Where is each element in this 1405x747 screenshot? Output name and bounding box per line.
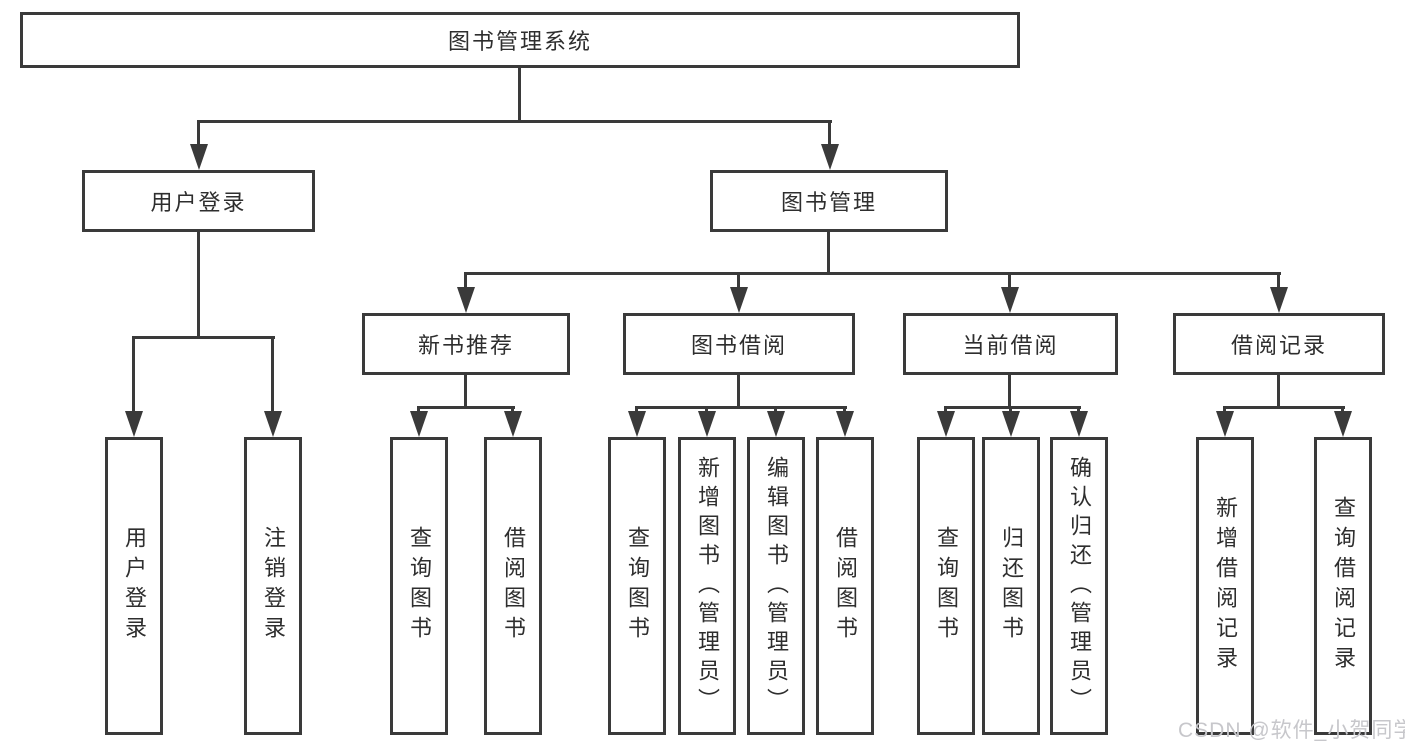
leaf-query-book-borrowing-label: 查询图书	[625, 526, 650, 646]
leaf-add-book-admin-label: 新增图书（管理员）	[695, 455, 720, 717]
leaf-logout-label: 注销登录	[261, 526, 286, 646]
leaf-add-book-admin: 新增图书（管理员）	[678, 437, 736, 735]
arrow-down-icon	[937, 411, 955, 437]
leaf-query-borrow-record: 查询借阅记录	[1314, 437, 1372, 735]
arrow-down-icon	[1002, 411, 1020, 437]
leaf-query-book-borrowing: 查询图书	[608, 437, 666, 735]
arrow-down-icon	[264, 411, 282, 437]
connector-drop-line	[464, 272, 467, 289]
connector-drop-line	[737, 272, 740, 289]
leaf-logout: 注销登录	[244, 437, 302, 735]
connector-drop-line	[271, 336, 274, 413]
connector-book-mgmt-bar	[464, 272, 1281, 275]
leaf-confirm-return-admin: 确认归还（管理员）	[1050, 437, 1108, 735]
connector-drop-line	[132, 336, 135, 413]
connector-user-login-stem	[197, 232, 200, 336]
node-borrow-records: 借阅记录	[1173, 313, 1385, 375]
node-library-system-label: 图书管理系统	[447, 29, 592, 54]
connector-current-bar	[944, 406, 1081, 409]
connector-drop-line	[1008, 272, 1011, 289]
connector-drop-line	[705, 406, 708, 413]
connector-drop-line	[1341, 406, 1344, 413]
node-borrow-records-label: 借阅记录	[1230, 333, 1327, 358]
connector-drop-line	[1077, 406, 1080, 413]
connector-records-stem	[1277, 375, 1280, 406]
arrow-down-icon	[1334, 411, 1352, 437]
leaf-add-borrow-record: 新增借阅记录	[1196, 437, 1254, 735]
connector-drop-line	[774, 406, 777, 413]
leaf-borrow-book-borrowing-label: 借阅图书	[833, 526, 858, 646]
arrow-down-icon	[1216, 411, 1234, 437]
node-current-borrowing-label: 当前借阅	[962, 333, 1059, 358]
leaf-add-borrow-record-label: 新增借阅记录	[1213, 496, 1238, 676]
arrow-down-icon	[730, 287, 748, 313]
node-book-management: 图书管理	[710, 170, 948, 232]
connector-drop-line	[828, 120, 831, 146]
connector-records-bar	[1223, 406, 1345, 409]
node-new-book-recommend: 新书推荐	[362, 313, 570, 375]
leaf-return-book-label: 归还图书	[999, 526, 1024, 646]
connector-drop-line	[1223, 406, 1226, 413]
leaf-query-book-recommend: 查询图书	[390, 437, 448, 735]
leaf-borrow-book-recommend-label: 借阅图书	[501, 526, 526, 646]
arrow-down-icon	[1001, 287, 1019, 313]
leaf-edit-book-admin-label: 编辑图书（管理员）	[764, 455, 789, 717]
arrow-down-icon	[190, 144, 208, 170]
connector-borrowing-bar	[635, 406, 847, 409]
arrow-down-icon	[504, 411, 522, 437]
arrow-down-icon	[698, 411, 716, 437]
leaf-user-login-label: 用户登录	[122, 526, 147, 646]
connector-drop-line	[511, 406, 514, 413]
arrow-down-icon	[821, 144, 839, 170]
leaf-borrow-book-recommend: 借阅图书	[484, 437, 542, 735]
arrow-down-icon	[1070, 411, 1088, 437]
node-book-management-label: 图书管理	[780, 190, 877, 215]
node-book-borrowing-label: 图书借阅	[690, 333, 787, 358]
connector-new-book-bar	[417, 406, 515, 409]
leaf-query-book-current: 查询图书	[917, 437, 975, 735]
leaf-edit-book-admin: 编辑图书（管理员）	[747, 437, 805, 735]
connector-root-stem	[518, 68, 521, 120]
connector-user-login-bar	[132, 336, 275, 339]
node-current-borrowing: 当前借阅	[903, 313, 1118, 375]
csdn-watermark: CSDN @软件_小贺同学	[1178, 719, 1405, 742]
connector-borrowing-stem	[737, 375, 740, 406]
connector-drop-line	[635, 406, 638, 413]
node-library-system: 图书管理系统	[20, 12, 1020, 68]
connector-current-stem	[1008, 375, 1011, 406]
leaf-query-book-recommend-label: 查询图书	[407, 526, 432, 646]
connector-drop-line	[197, 120, 200, 146]
connector-book-mgmt-stem	[827, 232, 830, 272]
arrow-down-icon	[410, 411, 428, 437]
node-new-book-recommend-label: 新书推荐	[417, 333, 514, 358]
connector-drop-line	[1277, 272, 1280, 289]
arrow-down-icon	[125, 411, 143, 437]
node-book-borrowing: 图书借阅	[623, 313, 855, 375]
connector-new-book-stem	[464, 375, 467, 406]
connector-root-bar	[198, 120, 832, 123]
leaf-confirm-return-admin-label: 确认归还（管理员）	[1067, 455, 1092, 717]
leaf-query-book-current-label: 查询图书	[934, 526, 959, 646]
leaf-borrow-book-borrowing: 借阅图书	[816, 437, 874, 735]
arrow-down-icon	[457, 287, 475, 313]
connector-drop-line	[843, 406, 846, 413]
leaf-return-book: 归还图书	[982, 437, 1040, 735]
node-user-login-label: 用户登录	[150, 190, 247, 215]
arrow-down-icon	[767, 411, 785, 437]
leaf-user-login: 用户登录	[105, 437, 163, 735]
connector-drop-line	[1009, 406, 1012, 413]
connector-drop-line	[417, 406, 420, 413]
arrow-down-icon	[836, 411, 854, 437]
arrow-down-icon	[1270, 287, 1288, 313]
connector-drop-line	[944, 406, 947, 413]
leaf-query-borrow-record-label: 查询借阅记录	[1331, 496, 1356, 676]
arrow-down-icon	[628, 411, 646, 437]
node-user-login: 用户登录	[82, 170, 315, 232]
